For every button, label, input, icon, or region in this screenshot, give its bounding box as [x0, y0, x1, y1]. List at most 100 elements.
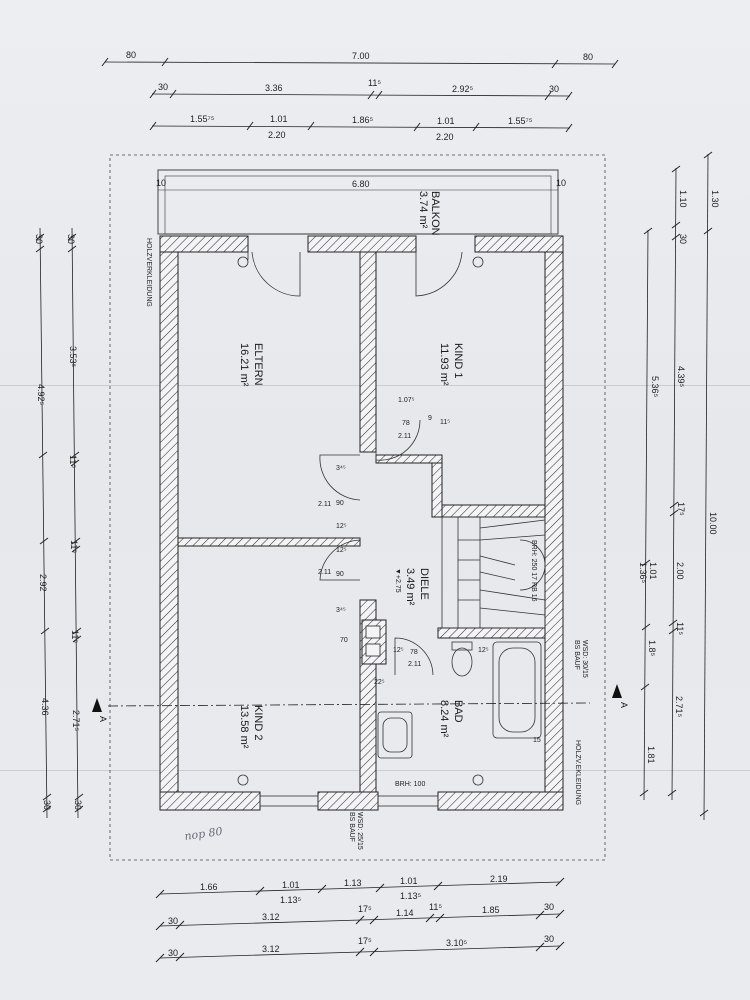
dim-label: 1.07⁵ [398, 397, 415, 404]
dim-label: 3⁴⁵ [336, 465, 346, 472]
dim-line [671, 167, 677, 801]
dim-label: 4.36 [40, 698, 50, 716]
door-swing [394, 637, 434, 676]
dim-label: 1.13 [344, 878, 362, 888]
dim-label: 1.01 [270, 114, 288, 124]
dim-label: 1.8⁵ [647, 640, 657, 657]
dim-label: 1.36⁵ [638, 562, 648, 584]
wall-partition [177, 537, 361, 547]
room-name: DIELE [418, 568, 430, 600]
room-labels: ELTERN 16.21 m² KIND 1 11.93 m² KIND 2 1… [238, 343, 464, 749]
dim-label: 2.71⁵ [71, 710, 81, 732]
dim-label: 11⁵ [70, 630, 80, 643]
dim-line [104, 61, 616, 65]
dim-label: 30 [66, 234, 76, 244]
wall-bottom [159, 791, 261, 811]
dim-line [39, 227, 48, 819]
left-dimension-lines: 30 4.92⁵ 2.92 4.36 30 30 3.53⁵ 11⁵ 11⁵ 1… [34, 227, 84, 819]
dim-label: 15 [533, 737, 541, 744]
stairs-brh-note: BRH: 250 17 RB 16 [530, 540, 537, 602]
room-kind2: KIND 2 13.58 m² [238, 705, 264, 749]
room-diele: DIELE 3.49 m² ▼+2.75 [394, 568, 430, 606]
dim-label: 30 [168, 948, 178, 958]
room-area: 11.93 m² [438, 343, 450, 386]
door-dimensions: 1.07⁵ 78 2.11 9 11⁵ 3⁴⁵ 90 2.11 12⁵ 12⁵ … [318, 397, 541, 744]
stair-outline [441, 516, 546, 629]
dim-line [159, 881, 561, 895]
dim-label: 12⁵ [478, 647, 489, 654]
plan-notes: HOLZVERKLEIDUNG HOLZV.EKLEIDUNG WSD: 30/… [145, 238, 588, 850]
dim-label: 4.92⁵ [36, 384, 46, 406]
dim-label: 30 [42, 800, 52, 810]
dim-label: 30 [73, 800, 83, 810]
balkon-width-label: 6.80 [352, 179, 370, 189]
room-area: 8.24 m² [438, 700, 450, 738]
walls [159, 235, 564, 811]
holzverkleidung-note: HOLZVERKLEIDUNG [145, 238, 152, 307]
wsd-note-sub: BS BAUF [573, 640, 580, 670]
section-markers: A A [92, 684, 629, 722]
dim-label: 11⁵ [368, 78, 381, 88]
dim-label: 30 [34, 234, 44, 244]
dim-label: 2.19 [490, 874, 508, 884]
dim-line [151, 125, 571, 129]
holzverkleidung-note: HOLZV.EKLEIDUNG [574, 740, 581, 805]
dim-label: 12⁵ [336, 523, 347, 530]
dim-label: 2.11 [318, 501, 331, 508]
right-dimension-lines: 1.30 10.00 1.10 30 4.39⁵ 17⁵ 2.00 11⁵ 2.… [638, 151, 720, 821]
dim-label: 9 [428, 415, 432, 422]
dim-label: 11⁵ [675, 622, 685, 635]
dim-label: 1.01 [400, 876, 418, 886]
dim-label: 3.10⁵ [446, 938, 468, 948]
dim-label: 1.66 [200, 882, 218, 892]
toilet-icon [451, 647, 473, 677]
room-eltern: ELTERN 16.21 m² [238, 343, 264, 387]
dim-label: 78 [402, 420, 410, 427]
wall-top [159, 235, 249, 253]
dim-label: 17⁵ [676, 502, 686, 516]
dim-line [703, 153, 709, 821]
dim-line [643, 229, 649, 801]
dim-label: 1.55⁷⁵ [190, 114, 215, 124]
dim-label: 7.00 [352, 51, 370, 61]
room-name: KIND 2 [252, 705, 264, 740]
staircase: BRH: 250 17 RB 16 [441, 516, 546, 629]
wsd-note-sub: BS BAUF [348, 812, 355, 842]
dim-label: 3.36 [265, 83, 283, 93]
dim-label: 17⁵ [358, 904, 372, 914]
balkon: 6.80 10 10 BALKON 3.74 m² [156, 169, 566, 236]
door-swing [375, 419, 421, 461]
dim-label: 12⁵ [393, 647, 404, 654]
dim-label: 11⁵ [440, 419, 450, 426]
dim-label: 1.01 [648, 562, 658, 580]
dim-label: 2.11 [408, 661, 421, 668]
dim-label: 4.39⁵ [676, 366, 686, 388]
sink-icon [377, 711, 413, 759]
door-swing [319, 454, 361, 501]
door-swing [415, 251, 463, 297]
dim-label: 30 [678, 234, 688, 244]
dim-label: 2.11 [398, 433, 411, 440]
wall-partition [431, 454, 443, 518]
dim-label: 1.81 [646, 746, 656, 764]
balkon-side-label: 10 [556, 178, 566, 188]
wall-partition [375, 454, 443, 464]
doors [237, 251, 484, 786]
dim-label: 2.20 [436, 132, 454, 142]
window [259, 795, 319, 807]
brh-note: BRH: 100 [395, 781, 425, 788]
wall-top [474, 235, 564, 253]
dim-label: 11⁵ [429, 902, 442, 912]
dim-label: 1.14 [396, 908, 414, 918]
section-line [107, 702, 591, 707]
roof-outline [109, 154, 606, 861]
wall-partition [437, 627, 546, 639]
wall-partition [431, 504, 546, 518]
dim-label: 78 [410, 649, 418, 656]
dim-label: 2.11 [318, 569, 331, 576]
wall-left [159, 235, 179, 811]
top-dimension-lines: 80 7.00 80 30 3.36 11⁵ 2.92⁵ 30 1.55⁷⁵ 1… [101, 50, 619, 142]
section-label: A [619, 702, 629, 708]
